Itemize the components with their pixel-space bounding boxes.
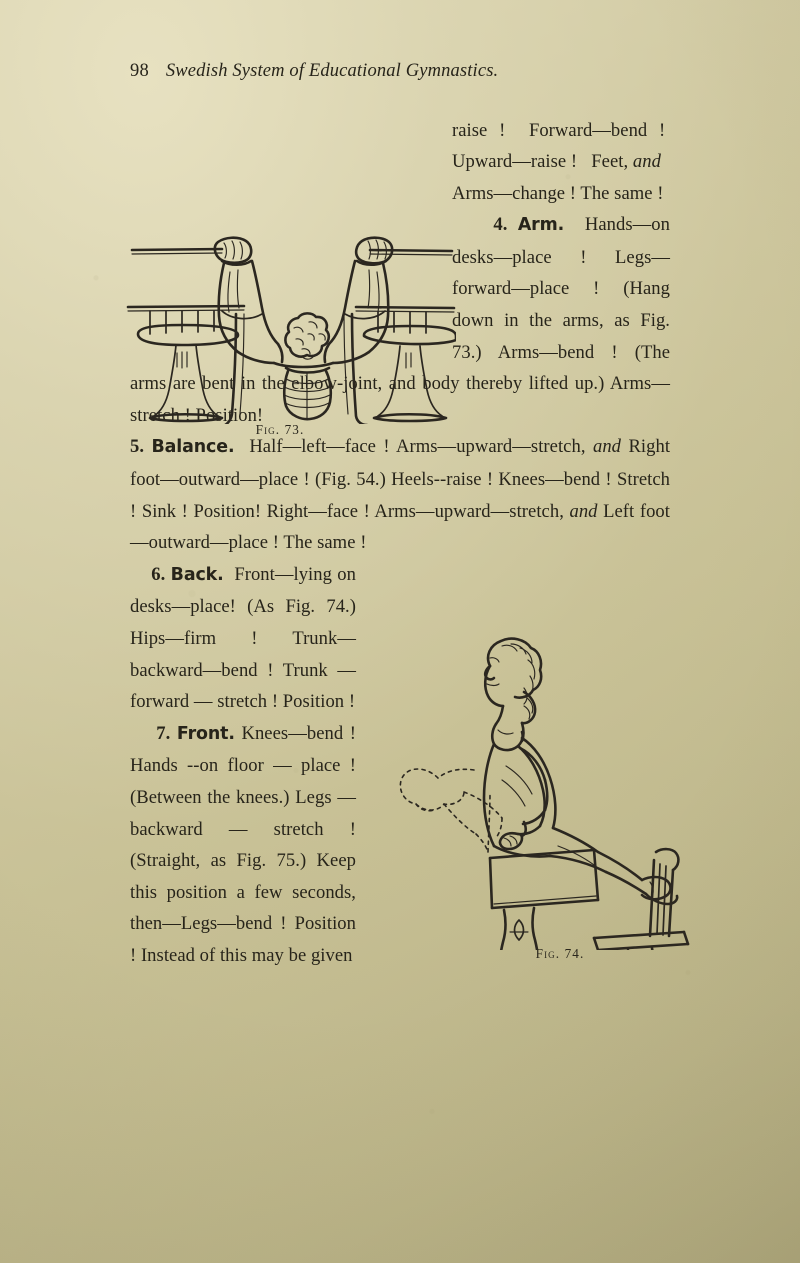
section-6-heading: Back. [170,564,224,585]
figure-74-engraving [399,637,690,950]
section-6-text: Front—lying on desks—place! (As Fig. 74.… [130,563,356,713]
paragraph-section-4: 4. Arm. Hands—on desks—place ! Legs—forw… [130,209,670,431]
section-4-heading: Arm. [517,215,565,236]
page-text-block: 98 Swedish System of Educational Gymnasti… [130,62,670,972]
figure-73-caption: Fig. 73. [255,422,305,437]
paragraph-section-5: 5. Balance. Half—left—face ! Arms—upward… [130,431,670,558]
paragraph-section-6: 6. Back. Front—lying on desks—place! (As… [130,559,670,718]
section-7-heading: Front. [176,723,235,744]
carry-line-a: raise ! [452,119,506,141]
section-4-number: 4. [493,214,508,236]
figure-74: Fig. 74. [398,620,708,962]
paragraph-carryover: raise ! Forward—bend ! Upward—raise ! Fe… [130,115,670,210]
figure-73-engraving [126,236,456,424]
section-5-and-1: and [592,436,622,458]
page-folio-number: 98 [130,61,149,81]
carry-line-b: Forward—bend ! [528,119,666,141]
section-5-text-e: Left foot—outward—place ! The same ! [130,500,670,554]
running-head: 98 Swedish System of Educational Gymnasti… [130,62,670,81]
body-copy: raise ! Forward—bend ! Upward—raise ! Fe… [130,115,670,972]
carry-line-2: Arms—change ! The same ! [452,182,664,204]
section-7-number: 7. [156,722,171,744]
section-7-text: Knees—bend ! Hands --on floor — place ! … [130,722,356,966]
running-title: Swedish System of Educational Gymnastics… [165,61,499,81]
section-5-and-2: and [569,500,598,522]
carry-line-c: Upward—raise ! [452,151,578,173]
paragraph-section-7: 7. Front. Knees—bend ! Hands --on floor … [130,718,670,972]
carry-line-e-italic: and [632,151,661,173]
section-6-number: 6. [151,563,166,585]
section-5-text-c: Right foot—outward—place ! (Fig. 54.) He… [130,436,671,522]
figure-74-caption: Fig. 74. [535,946,585,961]
carry-line-d: Feet, [591,151,629,173]
section-5-number: 5. [130,436,145,458]
figure-73: Fig. 73. [126,228,456,438]
section-5-heading: Balance. [151,437,235,458]
section-4-text: Hands—on desks—place ! Legs—forward—plac… [130,214,670,426]
section-5-text-a: Half—left—face ! Arms—upward—stretch, [249,436,586,458]
